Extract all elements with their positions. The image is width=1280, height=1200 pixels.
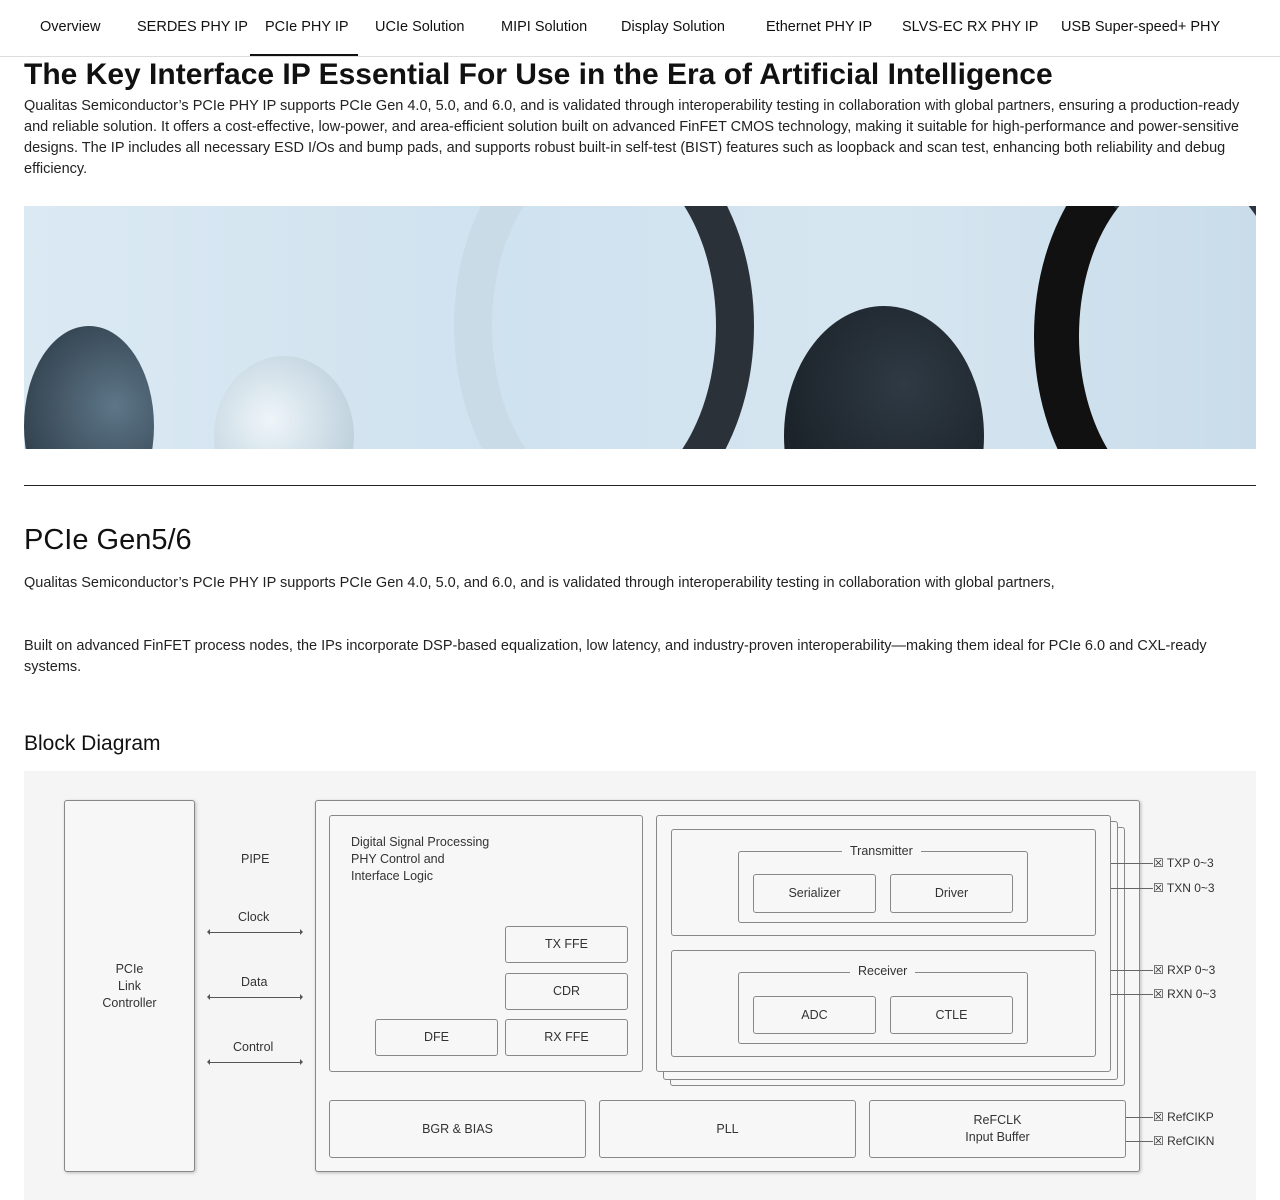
clock-arrow (207, 929, 303, 935)
pcie-link-controller: PCIe Link Controller (64, 800, 195, 1172)
clock-label: Clock (238, 910, 270, 924)
pin-txp: ☒ TXP 0~3 (1153, 856, 1214, 870)
cdr-block: CDR (505, 973, 628, 1010)
pin-refclkn: ☒ RefCIKN (1153, 1134, 1215, 1148)
nav-display[interactable]: Display Solution (621, 19, 725, 35)
nav-ethernet[interactable]: Ethernet PHY IP (766, 19, 873, 35)
block-diagram: PCIe Link Controller PIPE Clock Data Con… (24, 771, 1256, 1200)
nav-serdes[interactable]: SERDES PHY IP (137, 19, 248, 35)
section-title: PCIe Gen5/6 (24, 524, 192, 556)
dfe-block: DFE (375, 1019, 498, 1056)
nav-pcie[interactable]: PCIe PHY IP (265, 19, 349, 35)
bgr-bias-block: BGR & BIAS (329, 1100, 586, 1158)
txp-wire (1111, 863, 1153, 864)
nav-usb[interactable]: USB Super-speed+ PHY (1061, 19, 1221, 35)
data-arrow (207, 994, 303, 1000)
nav-mipi[interactable]: MIPI Solution (501, 19, 588, 35)
rxn-wire (1111, 994, 1153, 995)
data-label: Data (241, 975, 268, 989)
block-diagram-title: Block Diagram (24, 732, 161, 755)
rxp-wire (1111, 970, 1153, 971)
section-paragraph-2: Built on advanced FinFET process nodes, … (24, 638, 1207, 675)
dsp-label: Digital Signal Processing PHY Control an… (351, 835, 490, 883)
driver-block: Driver (890, 874, 1013, 913)
refclkp-wire (1126, 1117, 1153, 1118)
receiver-label: Receiver (850, 964, 916, 978)
refclk-buffer-block: ReFCLK Input Buffer (869, 1100, 1126, 1158)
pin-refclkp: ☒ RefCIKP (1153, 1110, 1214, 1124)
nav-ucie[interactable]: UCIe Solution (375, 19, 465, 35)
top-nav: Overview SERDES PHY IP PCIe PHY IP UCIe … (0, 0, 1280, 57)
hero-body: Qualitas Semiconductor’s PCIe PHY IP sup… (24, 98, 1240, 177)
nav-overview[interactable]: Overview (40, 19, 101, 35)
transmitter-label: Transmitter (842, 844, 921, 858)
serializer-block: Serializer (753, 874, 876, 913)
control-arrow (207, 1059, 303, 1065)
control-label: Control (233, 1040, 274, 1054)
active-tab-underline (250, 54, 358, 56)
adc-block: ADC (753, 996, 876, 1034)
ctle-block: CTLE (890, 996, 1013, 1034)
rx-ffe-block: RX FFE (505, 1019, 628, 1056)
section-divider (24, 485, 1256, 486)
pin-rxn: ☒ RXN 0~3 (1153, 987, 1217, 1001)
refclkn-wire (1126, 1141, 1153, 1142)
hero-banner-image (24, 206, 1256, 449)
section-paragraph-1: Qualitas Semiconductor’s PCIe PHY IP sup… (24, 575, 1055, 591)
pipe-label: PIPE (241, 852, 270, 866)
nav-slvs[interactable]: SLVS-EC RX PHY IP (902, 19, 1039, 35)
hero-title: The Key Interface IP Essential For Use i… (24, 58, 1053, 91)
txn-wire (1111, 888, 1153, 889)
tx-ffe-block: TX FFE (505, 926, 628, 963)
pin-rxp: ☒ RXP 0~3 (1153, 963, 1216, 977)
pin-txn: ☒ TXN 0~3 (1153, 881, 1215, 895)
pll-block: PLL (599, 1100, 856, 1158)
